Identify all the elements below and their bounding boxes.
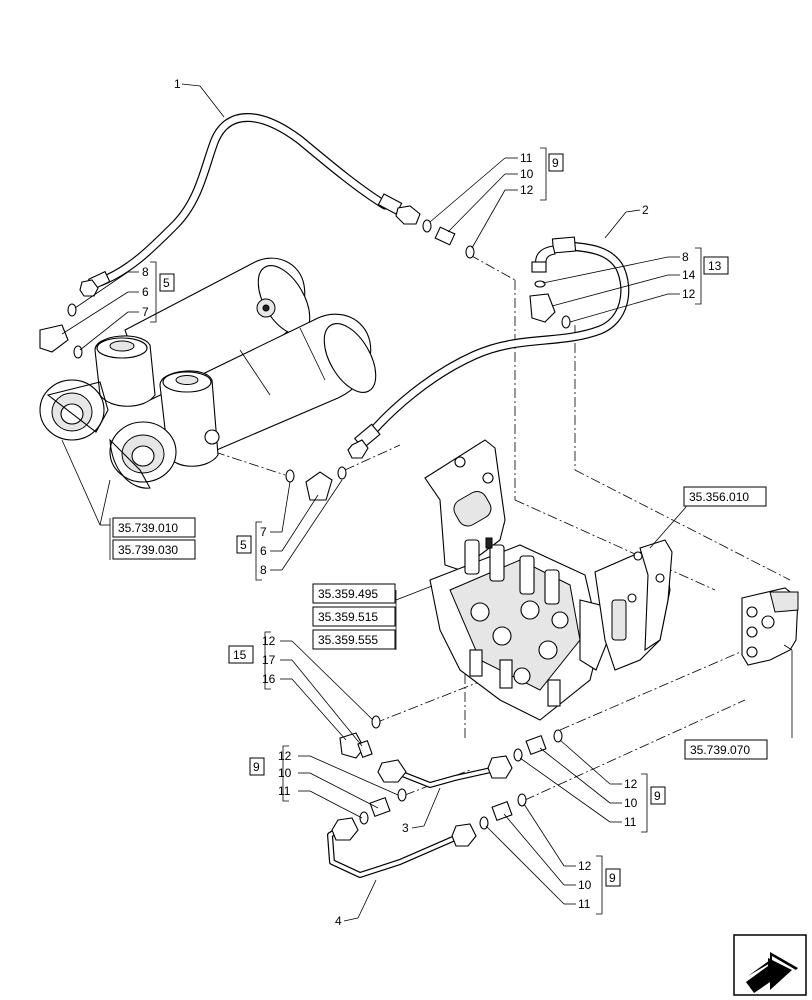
center-lines [214, 254, 791, 801]
callout-3: 3 [402, 821, 409, 835]
callout-10: 10 [578, 878, 592, 892]
pipe-4 [327, 817, 477, 878]
callout-7: 7 [142, 305, 149, 319]
group-box-5: 5 [240, 538, 247, 552]
callout-11: 11 [278, 784, 291, 798]
callout-8: 8 [260, 563, 267, 577]
ref-35-359-515: 35.359.515 [318, 610, 378, 624]
callout-12: 12 [262, 634, 276, 648]
ref-35-359-495: 35.359.495 [318, 587, 378, 601]
ref-35-739-070: 35.739.070 [690, 743, 750, 757]
callout-10: 10 [624, 796, 638, 810]
callout-12: 12 [520, 183, 534, 197]
callout-8: 8 [682, 250, 689, 264]
callout-10: 10 [520, 167, 534, 181]
callout-12: 12 [624, 777, 638, 791]
callout-12: 12 [278, 749, 292, 763]
callout-7: 7 [260, 525, 267, 539]
control-valve [424, 439, 609, 721]
callout-6: 6 [260, 544, 267, 558]
ref-35-356-010: 35.356.010 [689, 490, 749, 504]
group-box-9: 9 [609, 871, 616, 885]
callout-14: 14 [682, 268, 696, 282]
callout-11: 11 [624, 815, 637, 829]
next-page-arrow-icon[interactable] [733, 934, 807, 996]
group-box-13: 13 [708, 259, 722, 273]
callout-1: 1 [174, 77, 181, 91]
callout-11: 11 [578, 897, 591, 911]
callout-2: 2 [642, 203, 649, 217]
group-box-9: 9 [552, 156, 559, 170]
leader-lines [61, 83, 793, 922]
reference-boxes: 35.739.010 35.739.030 35.356.010 35.359.… [112, 486, 768, 760]
fittings-upper [39, 219, 571, 501]
fittings-lower [339, 715, 563, 830]
group-boxes: 9 5 13 5 15 9 9 9 [159, 153, 729, 887]
hose-2 [347, 236, 630, 459]
callout-12: 12 [682, 287, 696, 301]
callout-17: 17 [262, 653, 276, 667]
callout-4: 4 [335, 914, 342, 928]
group-box-9: 9 [253, 760, 260, 774]
steering-cylinders [39, 257, 377, 489]
group-box-5: 5 [163, 276, 170, 290]
ref-35-359-555: 35.359.555 [318, 633, 378, 647]
pipe-3 [377, 755, 513, 788]
valve-block [741, 587, 799, 666]
callout-10: 10 [278, 766, 292, 780]
ref-35-739-010: 35.739.010 [118, 521, 178, 535]
callout-16: 16 [262, 672, 276, 686]
callout-12: 12 [578, 859, 592, 873]
ref-35-739-030: 35.739.030 [118, 543, 178, 557]
support-bracket [594, 539, 673, 671]
callout-6: 6 [142, 285, 149, 299]
group-brackets [150, 147, 702, 915]
callout-11: 11 [520, 151, 533, 165]
hose-1 [79, 113, 421, 297]
callout-8: 8 [142, 265, 149, 279]
callout-numbers: 1 2 3 4 11 10 12 8 6 7 8 14 12 7 6 8 12 … [142, 77, 696, 928]
group-box-15: 15 [233, 648, 247, 662]
group-box-9: 9 [654, 789, 661, 803]
